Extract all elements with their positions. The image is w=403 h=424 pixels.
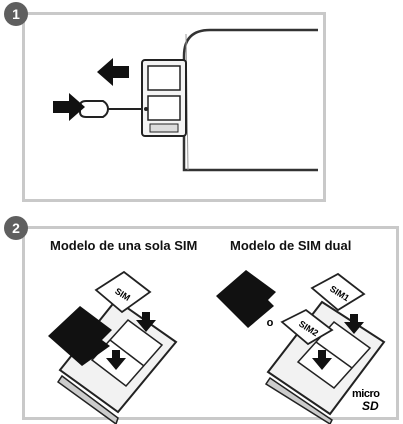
arrow-down-icon [312,314,364,370]
sim1-card [310,272,366,312]
microsd-logo-bottom: SD [362,399,379,413]
single-sim-label: Modelo de una sola SIM [50,238,198,253]
arrow-right-icon [53,93,85,121]
microsd-logo-top: micro [352,388,380,400]
sim2-card [280,308,334,346]
microsd-card-single [48,306,112,366]
or-separator: o [267,317,274,329]
step-1-badge: 1 [4,2,28,26]
sim-card-single [94,270,152,314]
phone-body [182,28,318,172]
arrow-left-icon [97,58,129,86]
sim-tray-ejected [141,59,187,137]
microsd-card-dual [216,270,276,328]
dual-sim-label: Modelo de SIM dual [230,238,352,253]
step-2-badge: 2 [4,216,28,240]
microsd-logo: micro SD [352,388,380,413]
eject-tool [79,100,143,118]
arrow-down-icon [106,312,156,370]
